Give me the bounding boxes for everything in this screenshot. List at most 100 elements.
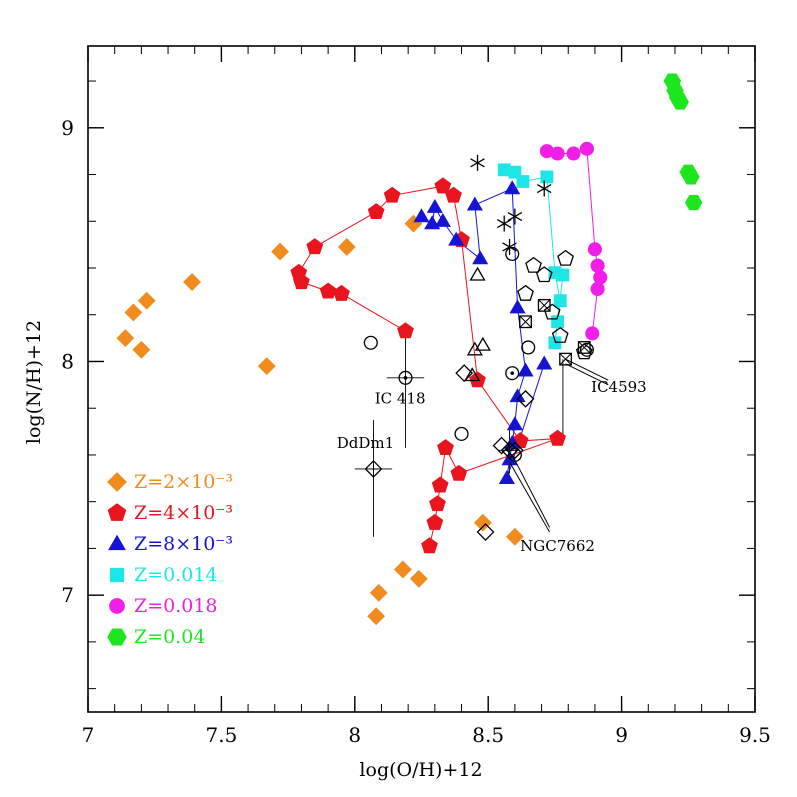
data-point-diamond-shape — [271, 242, 290, 261]
legend-marker — [109, 567, 125, 583]
observed-point-diamond-shape — [492, 436, 511, 455]
observed-point-triangle — [466, 341, 483, 356]
observed-point-circle-dot-dot — [403, 376, 408, 380]
observed-point-circle-shape — [579, 342, 594, 357]
observed-point-star — [536, 180, 552, 197]
data-point-diamond — [137, 291, 156, 310]
data-point-diamond-shape — [369, 583, 388, 602]
data-point-diamond — [271, 242, 290, 261]
annotation-label: IC4593 — [591, 378, 647, 396]
observed-point-diamond-shape — [516, 389, 535, 408]
annotation-label: IC 418 — [375, 390, 426, 408]
data-point-triangle — [504, 180, 521, 195]
x-tick-label: 9.5 — [739, 723, 771, 747]
data-point-pentagon — [429, 495, 446, 512]
data-point-pentagon — [319, 282, 337, 299]
observed-point-diamond-plus — [500, 441, 519, 460]
observed-point-diamond — [492, 436, 511, 455]
data-point-triangle — [426, 198, 443, 213]
observed-point-diamond-shape — [476, 523, 495, 541]
observed-point-circle-dot — [398, 370, 413, 385]
data-point-triangle — [472, 250, 489, 265]
annotation-arrow — [565, 358, 609, 381]
data-point-triangle — [517, 362, 534, 377]
data-point-circle — [550, 146, 565, 161]
x-tick-label: 8.5 — [472, 723, 504, 747]
data-point-diamond-shape — [137, 291, 156, 310]
observed-point-circle-dot — [505, 366, 520, 381]
data-point-square-shape — [516, 175, 530, 188]
data-point-diamond-shape — [367, 607, 386, 626]
data-point-diamond — [337, 238, 356, 256]
observed-point-star — [496, 215, 512, 232]
data-point-diamond-shape — [505, 527, 524, 546]
data-point-square-shape — [553, 294, 567, 308]
data-point-diamond-shape — [393, 560, 412, 579]
observed-point-pentagon — [557, 249, 574, 266]
legend-label: Z=0.04 — [134, 626, 205, 648]
annotation-label: DdDm1 — [337, 434, 394, 452]
data-point-circle — [593, 270, 608, 285]
data-point-pentagon — [437, 439, 454, 456]
observed-point-pentagon — [543, 303, 561, 320]
data-point-pentagon — [549, 429, 566, 446]
observed-point-triangle — [469, 266, 486, 281]
observed-point-pentagon — [551, 326, 569, 343]
data-point-triangle — [536, 355, 553, 370]
y-tick-label: 9 — [61, 116, 74, 140]
legend-marker — [107, 472, 127, 492]
observed-point-star — [507, 208, 523, 225]
series-line — [298, 185, 558, 547]
data-point-circle-shape — [587, 242, 602, 257]
data-point-diamond-shape — [116, 329, 135, 348]
y-axis-title: log(N/H)+12 — [23, 320, 45, 444]
observed-point-square-x-shape — [519, 315, 532, 329]
data-point-pentagon — [469, 371, 486, 388]
observed-point-star-arm — [502, 242, 517, 252]
observed-point-diamond — [455, 364, 474, 383]
data-point-circle — [579, 141, 594, 156]
data-point-diamond — [116, 329, 135, 348]
observed-point-star-arm — [496, 219, 512, 229]
x-axis-title: log(O/H)+12 — [359, 759, 482, 781]
observed-point-triangle — [474, 336, 491, 351]
data-point-diamond — [409, 569, 428, 588]
data-point-circle — [590, 258, 605, 273]
annotation-arrow — [565, 363, 609, 386]
data-point-circle-shape — [566, 146, 581, 161]
observed-point-diamond-shape — [455, 364, 474, 383]
data-point-pentagon — [397, 322, 414, 339]
data-point-triangle — [509, 299, 526, 314]
data-point-circle-shape — [579, 141, 594, 156]
legend-label: Z=8×10⁻³ — [134, 533, 233, 555]
observed-point-square-x — [577, 341, 591, 354]
annotation-arrows — [509, 358, 609, 533]
data-point-circle-shape — [590, 281, 605, 297]
data-point-square-shape — [497, 163, 511, 177]
y-tick-label: 8 — [61, 349, 74, 373]
observed-point-triangle — [464, 367, 481, 382]
x-tick-label: 9 — [615, 723, 628, 747]
data-point-square — [553, 294, 567, 308]
annotation-arrow — [509, 461, 550, 533]
x-tick-label: 7 — [82, 723, 95, 747]
x-tick-label: 7.5 — [205, 723, 237, 747]
data-point-square — [516, 175, 530, 188]
observed-point-circle-shape — [363, 335, 378, 350]
legend-marker — [109, 598, 125, 614]
observed-point-star-arm — [507, 212, 523, 222]
data-point-circle-shape — [585, 326, 600, 341]
data-point-pentagon — [383, 186, 401, 203]
legend-marker-shape — [109, 567, 125, 583]
observed-point-circle-dot-shape — [505, 366, 520, 381]
observed-point-circle-dot-shape — [398, 370, 413, 385]
observed-point-circle — [579, 342, 594, 357]
data-point-diamond-shape — [337, 238, 356, 256]
observed-point-square-x-shape — [577, 341, 591, 354]
data-point-pentagon — [431, 476, 449, 493]
observed-point-star — [502, 238, 517, 255]
data-point-circle — [590, 281, 605, 297]
legend-label: Z=0.018 — [134, 595, 218, 617]
data-point-pentagon — [450, 464, 468, 481]
